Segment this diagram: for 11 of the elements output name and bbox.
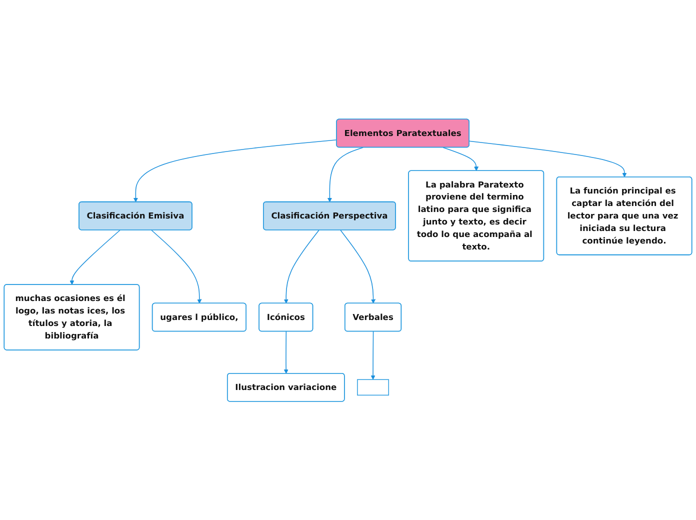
arrow bbox=[133, 139, 338, 202]
arrow bbox=[442, 146, 479, 171]
arrow bbox=[340, 229, 376, 304]
arrow bbox=[469, 140, 627, 178]
arrow bbox=[70, 229, 120, 285]
arrow bbox=[284, 229, 320, 304]
node-box bbox=[357, 378, 390, 396]
arrow bbox=[327, 146, 364, 202]
arrow bbox=[284, 330, 288, 374]
arrow bbox=[151, 229, 202, 304]
arrow bbox=[370, 330, 376, 380]
